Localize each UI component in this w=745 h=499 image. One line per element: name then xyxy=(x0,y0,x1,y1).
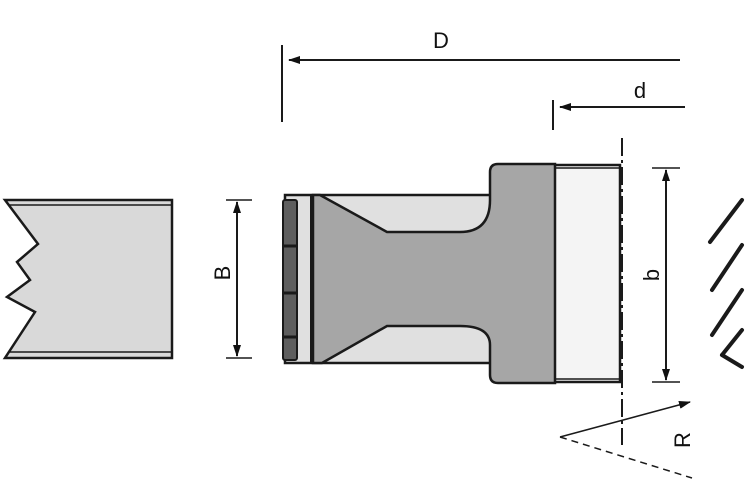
cutter-body xyxy=(311,162,557,385)
cutter-tool xyxy=(282,138,623,445)
label-R: R xyxy=(670,432,695,448)
label-d: d xyxy=(634,78,646,103)
dimension-d: d xyxy=(552,78,685,130)
dimension-R: R xyxy=(559,400,695,479)
hatch-marks xyxy=(708,198,744,369)
dimension-B: B xyxy=(210,199,252,359)
workpiece xyxy=(2,198,174,360)
cutting-plate xyxy=(282,199,298,361)
dimension-b: b xyxy=(639,167,680,383)
label-b: b xyxy=(639,269,664,281)
label-D: D xyxy=(433,28,449,53)
dimension-D: D xyxy=(281,28,680,122)
label-B: B xyxy=(210,266,235,281)
